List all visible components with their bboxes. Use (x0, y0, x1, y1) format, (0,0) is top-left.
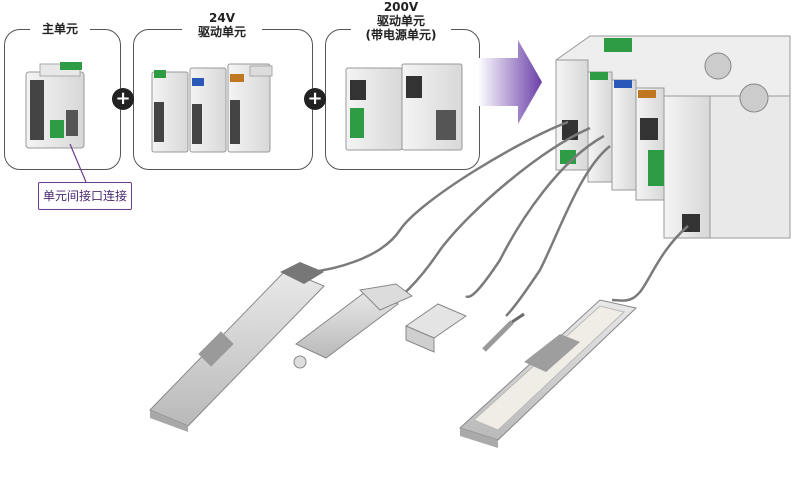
plus-icon-1: + (112, 88, 134, 110)
main-unit-module (25, 62, 85, 149)
actuator-rail-slider (459, 299, 638, 448)
combine-arrow (478, 40, 542, 124)
main-unit-title: 主单元 (30, 22, 90, 36)
unit-interface-callout: 单元间接口连接 (38, 182, 132, 210)
mini-rod (482, 312, 525, 352)
actuator-rail-long (149, 262, 325, 432)
rod-actuator (293, 283, 413, 369)
drive-200v-title: 200V 驱动单元 (带电源单元) (351, 0, 451, 42)
drive-200v-modules (345, 63, 463, 151)
plus-icon-2: + (304, 88, 326, 110)
drive-24v-modules (151, 63, 273, 153)
drive-24v-title: 24V 驱动单元 (182, 11, 262, 39)
gripper (404, 303, 468, 353)
